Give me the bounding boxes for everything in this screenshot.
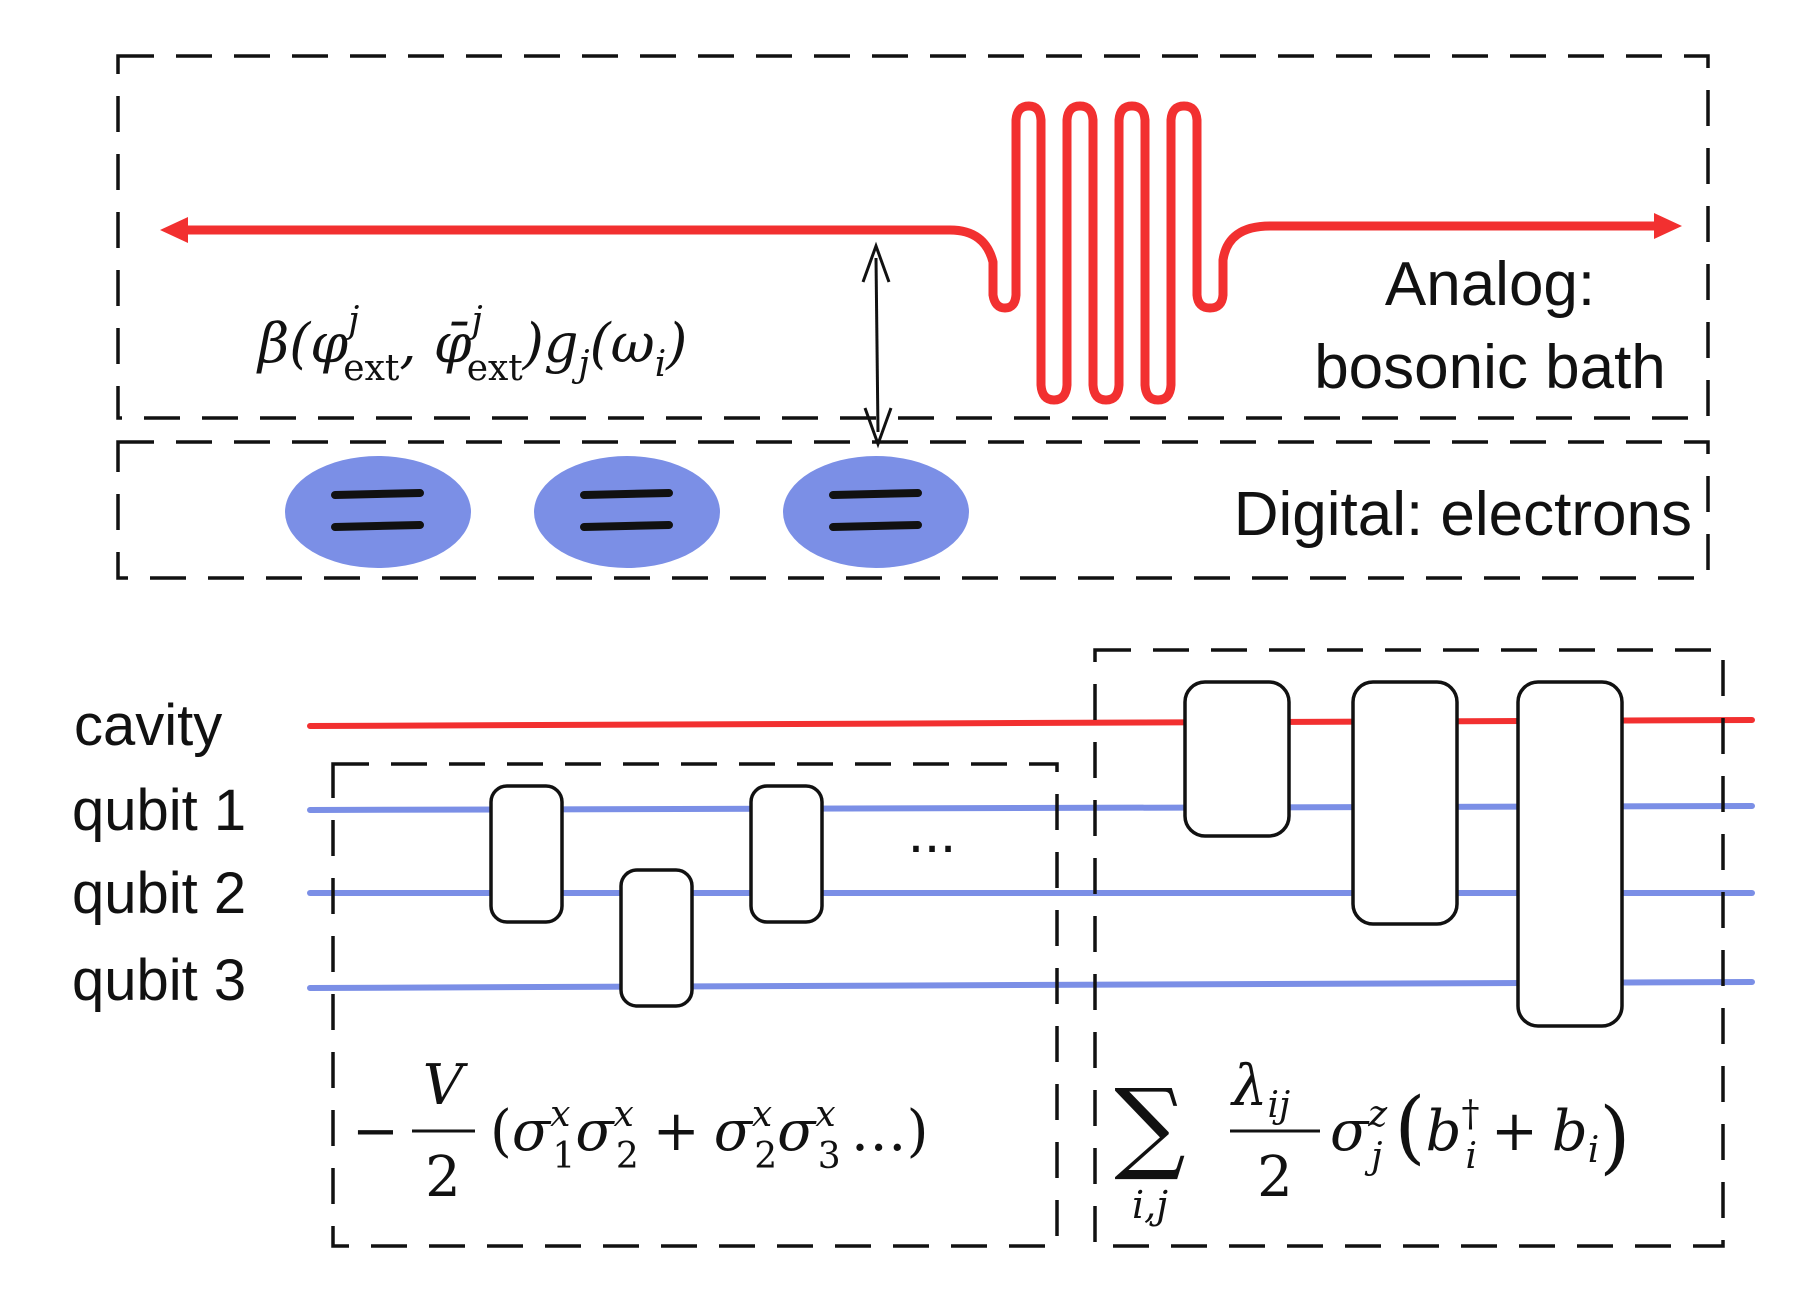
equals-sign-icon	[829, 521, 922, 531]
gate-ellipsis: ...	[908, 800, 956, 865]
lambda-denominator: 2	[1257, 1145, 1293, 1210]
ising-minus: −	[352, 1099, 399, 1164]
formula-close: )	[522, 312, 544, 375]
gate-cavity-q2	[1351, 680, 1459, 926]
formula-phibar: φ̄	[434, 312, 472, 375]
ising-numerator: V	[423, 1053, 469, 1118]
equals-sign-icon	[829, 489, 922, 499]
formula-omega-close: )	[665, 312, 687, 375]
formula-phi: φ	[310, 312, 348, 375]
analog-gates-box	[1093, 648, 1725, 1248]
electron-3	[783, 456, 969, 568]
gate-q1-q2-a	[489, 784, 564, 924]
coupling-arrow-down-icon	[863, 407, 893, 449]
sum-symbol: ∑	[1114, 1067, 1185, 1184]
electron-ellipse	[534, 456, 720, 568]
qubit-3-wire	[307, 979, 1755, 991]
cavity-wire	[307, 717, 1755, 729]
wire-label-qubit-2: qubit 2	[72, 861, 246, 926]
gate-q2-q3	[619, 868, 694, 1008]
coupling-arrow	[861, 241, 893, 449]
wire-label-qubit-3: qubit 3	[72, 948, 246, 1013]
digital-label: Digital: electrons	[1234, 480, 1692, 549]
analog-label-line2: bosonic bath	[1314, 333, 1666, 402]
coupling-arrow-up-icon	[861, 241, 891, 283]
formula-sub-i: i	[655, 344, 667, 385]
gate-cavity-q1	[1183, 680, 1291, 838]
electron-2	[534, 456, 720, 568]
electron-ellipse	[783, 456, 969, 568]
sum-subscript: i,j	[1132, 1183, 1168, 1227]
formula-sub-ext: ext	[343, 348, 400, 389]
formula-sub-ext2: ext	[467, 348, 524, 389]
bosonic-bath-waveguide	[160, 101, 1682, 405]
analog-label-line1: Analog:	[1385, 250, 1595, 319]
wire-label-qubit-1: qubit 1	[72, 778, 246, 843]
bath-arrow-left-icon	[160, 217, 188, 243]
formula-g: g	[544, 312, 579, 375]
gate-q1-q2-b	[749, 784, 824, 924]
formula-comma: ,	[399, 312, 433, 375]
equals-sign-icon	[331, 489, 424, 499]
bath-arrow-right-icon	[1654, 213, 1682, 239]
equals-sign-icon	[580, 521, 673, 531]
equals-sign-icon	[331, 521, 424, 531]
wire-label-cavity: cavity	[74, 693, 222, 758]
bath-wave-packet	[175, 101, 1655, 405]
electron-ellipse	[285, 456, 471, 568]
digital-electrons-box	[116, 440, 1710, 580]
equals-sign-icon	[580, 489, 673, 499]
lambda-numerator: λij	[1230, 1054, 1290, 1126]
analog-bath-box	[116, 54, 1710, 420]
gate-cavity-q3	[1516, 680, 1624, 1028]
digital-gates-box	[331, 762, 1059, 1248]
ising-denominator: 2	[425, 1145, 461, 1210]
formula-beta: β(	[256, 312, 312, 375]
formula-omega-open: (ω	[590, 312, 655, 375]
electron-1	[285, 456, 471, 568]
